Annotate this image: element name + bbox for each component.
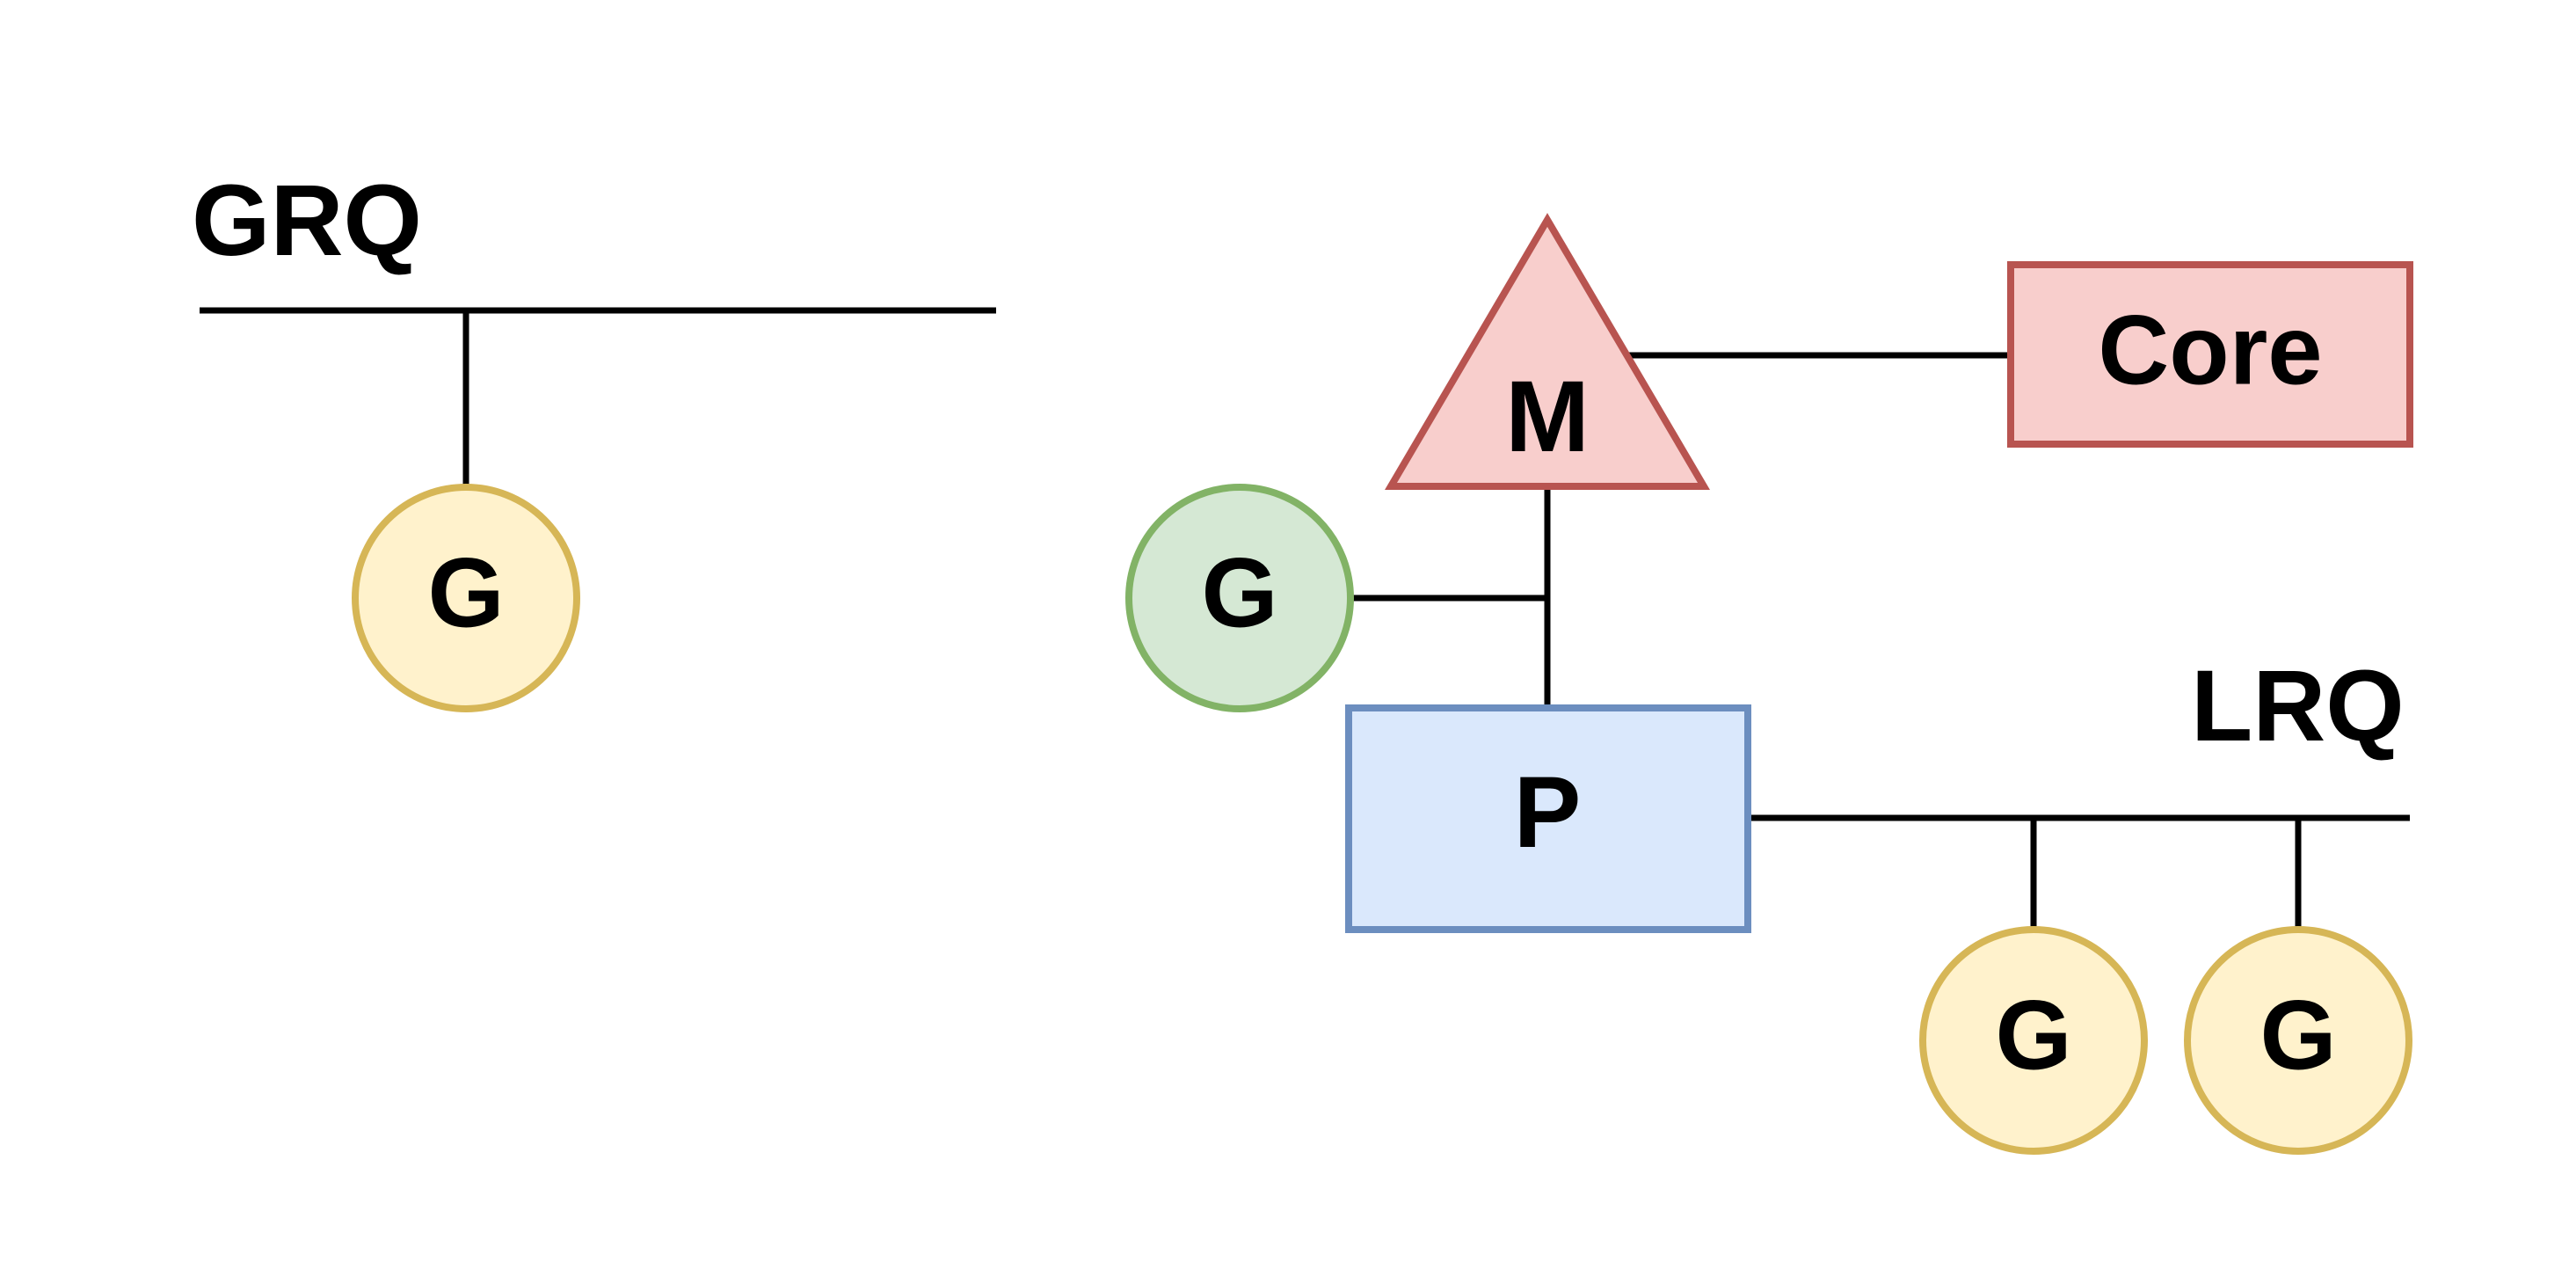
running-goroutine-circle [1125, 484, 1354, 712]
core-label: Core [2098, 295, 2322, 405]
machine-node: M [1385, 213, 1710, 490]
machine-label: M [1505, 361, 1590, 473]
grq-label: GRQ [192, 164, 422, 277]
processor-node: P [1345, 704, 1751, 933]
grq-goroutine-label: G [427, 538, 504, 648]
lrq-goroutine-label-2: G [2259, 981, 2336, 1091]
processor-label: P [1514, 756, 1582, 869]
core-node: Core [2007, 261, 2413, 448]
running-goroutine-node: G [1125, 484, 1354, 712]
processor-box [1345, 704, 1751, 933]
lrq-goroutine-node-1: G [1919, 926, 2148, 1155]
grq-goroutine-node: G [352, 484, 580, 712]
machine-triangle [1385, 213, 1710, 490]
core-box [2007, 261, 2413, 448]
lrq-label: LRQ [2191, 650, 2405, 762]
running-goroutine-label: G [1201, 538, 1277, 648]
lrq-goroutine-circle-1 [1919, 926, 2148, 1155]
lrq-goroutine-circle-2 [2184, 926, 2412, 1155]
lrq-goroutine-label-1: G [1995, 981, 2071, 1091]
lrq-goroutine-node-2: G [2184, 926, 2412, 1155]
grq-goroutine-circle [352, 484, 580, 712]
